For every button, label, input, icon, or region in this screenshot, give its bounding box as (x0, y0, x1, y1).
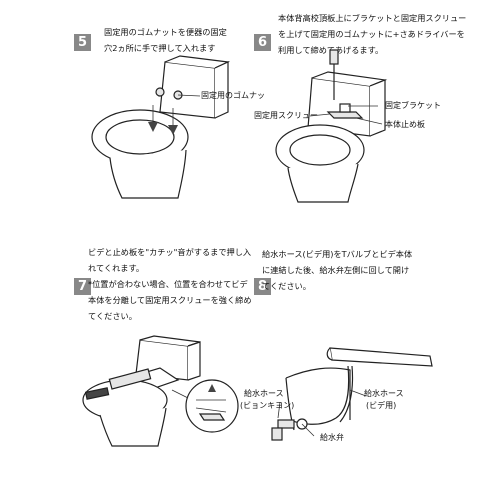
step-6-badge: 6 (254, 34, 271, 51)
step-6-label-stop-plate: 本体止め板 (385, 120, 425, 129)
step-7-bidet-illustration (82, 335, 239, 447)
step-8-badge: 8 (254, 278, 271, 295)
step-8-label-valve: 給水弁 (320, 433, 344, 442)
step-7-panel: 7 ビデと止め板を"カチッ"音がするまで押し入 れてくれます。 *位置が合わない… (0, 240, 252, 500)
step-7-instruction: ビデと止め板を"カチッ"音がするまで押し入 れてくれます。 *位置が合わない場合… (88, 247, 252, 321)
step-8-panel: 8 給水ホース(ビデ用)をTバルブとビデ本体 に連結した後、給水弁左側に回して開… (240, 240, 500, 500)
step-5-label-rubber-nut: 固定用のゴムナッ (201, 91, 265, 100)
step-6-toilet-illustration (275, 49, 388, 203)
step-8-hose-illustration (271, 347, 433, 441)
step-5-toilet-illustration (91, 55, 231, 199)
step-7-badge: 7 (74, 278, 91, 295)
step-5-badge: 5 (74, 34, 91, 51)
step-5-instruction: 固定用のゴムナットを便器の固定 穴2ヵ所に手で押して入れます (104, 27, 227, 53)
step-6-label-screw: 固定用スクリュー (254, 111, 318, 120)
step-8-label-hose-bidet-sub: (ビデ用) (366, 401, 397, 410)
step-8-label-hose-tank-sub: (ビョンキヨン) (240, 401, 295, 410)
step-8-label-hose-tank: 給水ホース (244, 389, 284, 398)
step-8-instruction: 給水ホース(ビデ用)をTバルブとビデ本体 に連結した後、給水弁左側に回して開け … (262, 249, 413, 291)
step-8-label-hose-bidet: 給水ホース (364, 389, 404, 398)
step-6-panel: 6 本体背高校頂板上にブラケットと固定用スクリュー を上げて固定用のゴムナットに… (250, 0, 500, 240)
step-6-label-bracket: 固定ブラケット (385, 101, 441, 110)
step-5-panel: 5 固定用のゴムナットを便器の固定 穴2ヵ所に手で押して入れます 固定用のゴムナ… (0, 0, 265, 240)
